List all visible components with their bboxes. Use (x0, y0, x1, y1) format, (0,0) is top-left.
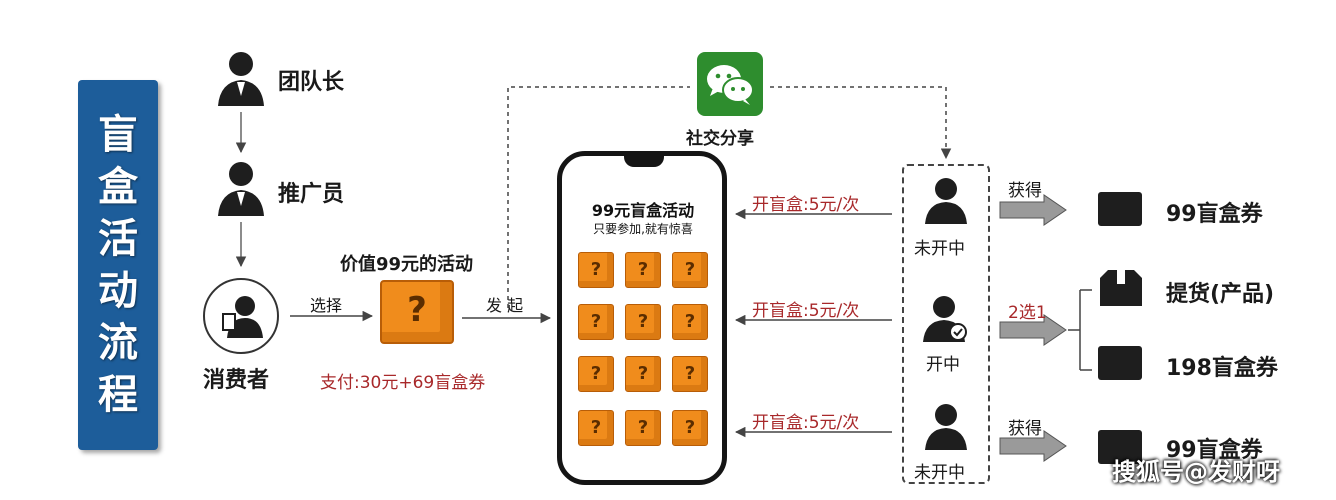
participants-group (902, 164, 990, 484)
watermark: 搜狐号@发财呀 (1112, 458, 1280, 486)
choice-arrow (999, 314, 1067, 346)
role-consumer: 消费者 (203, 368, 270, 393)
pay-label: 支付:30元+69盲盒券 (320, 373, 486, 393)
mystery-box-icon[interactable]: ? (672, 304, 708, 340)
reward-pickup: 提货(产品) (1166, 282, 1275, 307)
user-check-icon (923, 296, 967, 342)
gain-arrow-top (999, 194, 1067, 226)
gain-label: 获得 (1008, 181, 1042, 201)
mystery-box-icon[interactable]: ? (578, 252, 614, 288)
mystery-box-icon: ? (380, 280, 454, 344)
phone-subtitle: 只要参加,就有惊喜 (593, 222, 693, 236)
wechat-icon (697, 52, 763, 116)
launch-label: 发 起 (486, 296, 524, 315)
role-promoter: 推广员 (278, 182, 345, 207)
phone-notch (624, 151, 664, 167)
gain-label: 获得 (1008, 419, 1042, 439)
activity-label: 价值99元的活动 (340, 254, 474, 275)
choice-bracket (1068, 289, 1092, 371)
open-box-label: 开盲盒:5元/次 (752, 413, 860, 433)
mystery-box-icon[interactable]: ? (625, 410, 661, 446)
mystery-box-icon[interactable]: ? (578, 356, 614, 392)
user-status-top: 未开中 (914, 239, 965, 259)
user-icon (925, 178, 967, 224)
reward-top: 99盲盒券 (1166, 202, 1263, 227)
open-box-label: 开盲盒:5元/次 (752, 301, 860, 321)
mystery-box-icon[interactable]: ? (625, 356, 661, 392)
package-icon (1100, 270, 1142, 306)
title-char: 盒 (98, 164, 138, 210)
mystery-box-icon[interactable]: ? (672, 410, 708, 446)
title-char: 流 (98, 320, 138, 366)
title-char: 活 (98, 216, 138, 262)
reward-bottom: 99盲盒券 (1166, 438, 1263, 463)
title-char: 程 (98, 372, 138, 418)
open-box-label: 开盲盒:5元/次 (752, 195, 860, 215)
user-status-bottom: 未开中 (914, 463, 965, 483)
title-char: 盲 (98, 112, 138, 158)
mystery-box-icon[interactable]: ? (578, 410, 614, 446)
consumer-icon (203, 278, 279, 354)
choice-label: 2选1 (1008, 303, 1047, 323)
ticket-icon (1098, 430, 1142, 464)
flow-title-banner: 盲 盒 活 动 流 程 (78, 80, 158, 450)
gain-arrow-bottom (999, 430, 1067, 462)
mystery-box-icon[interactable]: ? (625, 252, 661, 288)
user-status-middle: 开中 (926, 355, 960, 375)
team-leader-icon (218, 52, 264, 106)
mystery-box-icon[interactable]: ? (672, 356, 708, 392)
reward-middle: 198盲盒券 (1166, 356, 1278, 381)
user-icon (925, 404, 967, 450)
ticket-icon (1098, 346, 1142, 380)
choose-label: 选择 (310, 296, 343, 315)
share-label: 社交分享 (686, 129, 754, 149)
mystery-box-icon[interactable]: ? (578, 304, 614, 340)
mystery-box-icon[interactable]: ? (672, 252, 708, 288)
role-team-leader: 团队长 (278, 70, 345, 95)
ticket-icon (1098, 192, 1142, 226)
phone-title: 99元盲盒活动 (591, 201, 695, 220)
mystery-box-icon[interactable]: ? (625, 304, 661, 340)
promoter-icon (218, 162, 264, 216)
title-char: 动 (98, 268, 138, 314)
share-dashed-path-right (770, 86, 952, 160)
share-dashed-path (507, 86, 690, 308)
box-question-mark: ? (407, 290, 427, 330)
